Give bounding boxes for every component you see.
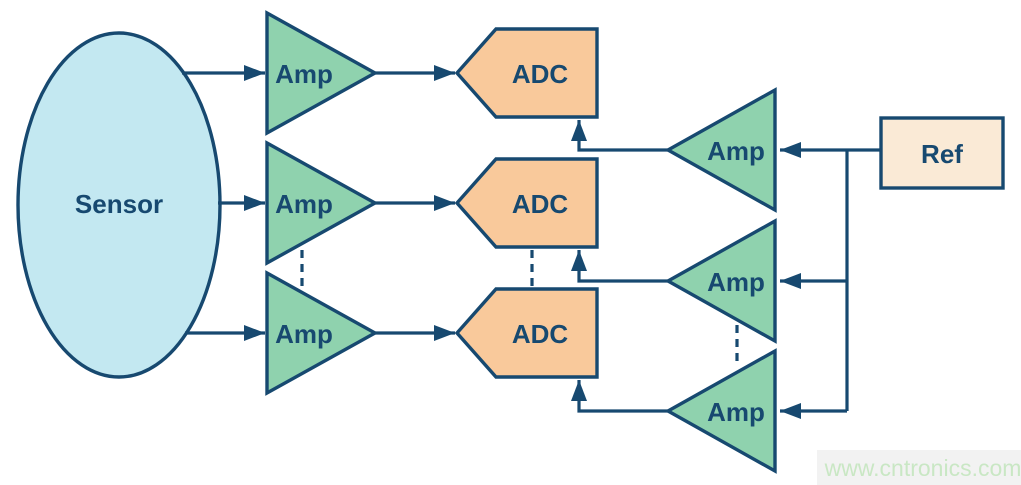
left-amp-1-triangle (265, 10, 379, 136)
adc-3-label: ADC (512, 319, 569, 349)
left-amp-3-label: Amp (275, 319, 333, 349)
adc-1-label: ADC (512, 59, 569, 89)
adc-2-block (454, 157, 599, 249)
right-amp-3-triangle (664, 348, 777, 474)
right-amp-1-label: Amp (707, 136, 765, 166)
left-amp-2-triangle (265, 140, 379, 266)
ref-label: Ref (921, 139, 963, 169)
adc-2-label: ADC (512, 189, 569, 219)
right-amp-2-triangle (664, 218, 777, 344)
sensor-label: Sensor (75, 189, 163, 219)
adc-3-block (454, 287, 599, 379)
arrow-rightamp2-to-adc2 (571, 250, 668, 283)
left-amp-2-label: Amp (275, 189, 333, 219)
right-amp-3-label: Amp (707, 397, 765, 427)
left-amp-3-triangle (265, 270, 379, 396)
adc-1-block (454, 27, 599, 119)
right-amp-2-label: Amp (707, 267, 765, 297)
arrow-rightamp3-to-adc3 (571, 380, 668, 413)
left-amp-1-label: Amp (275, 59, 333, 89)
ref-box (879, 116, 1005, 190)
right-amp-1-triangle (664, 87, 777, 213)
arrow-rightamp1-to-adc1 (571, 120, 668, 152)
watermark-background (817, 450, 1021, 485)
watermark-text: www.cntronics.com (824, 455, 1021, 481)
sensor-ellipse (16, 31, 222, 379)
